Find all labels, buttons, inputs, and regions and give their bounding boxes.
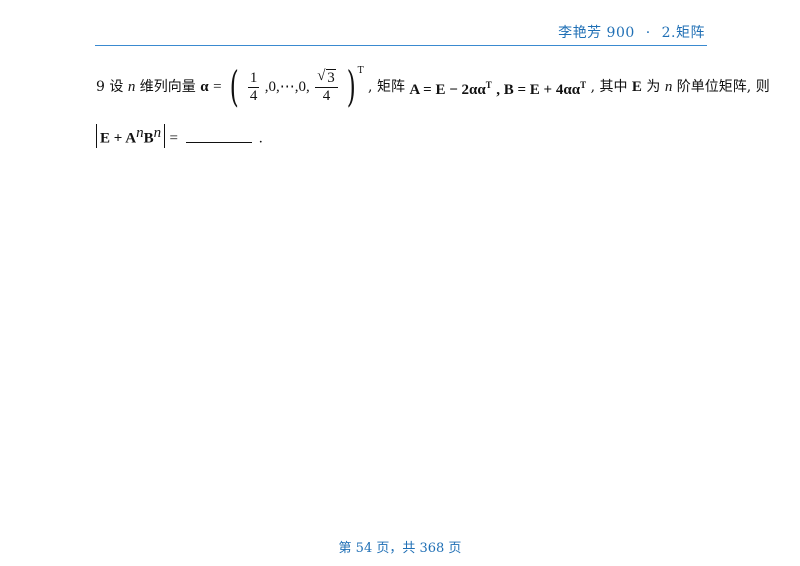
middle-elements: ,0,⋯,0,	[264, 79, 310, 95]
det-equals: =	[169, 130, 178, 147]
fraction-sqrt3-quarter: √3 4	[315, 67, 338, 105]
header-book: 李艳芳 900	[558, 25, 635, 41]
frac-num-sqrt: √3	[315, 67, 338, 87]
frac-bar	[247, 86, 260, 88]
transpose-mark: T	[357, 66, 364, 76]
frac-den: 4	[249, 87, 258, 104]
frac-bar-2	[315, 86, 338, 88]
sqrt: √3	[317, 67, 336, 87]
B-definition: , B = E + 4ααT	[496, 79, 587, 98]
text-where: , 其中	[590, 79, 628, 95]
A-transpose: T	[485, 79, 492, 90]
A-definition: A = E − 2ααT	[409, 79, 492, 98]
running-header: 李艳芳 900 · 2.矩阵	[558, 22, 705, 42]
problem-line-1: 9 设 n 维列向量 α = ( 1 4 ,0,⋯,0, √3 4 )T , 矩…	[96, 65, 770, 109]
text-identity: 阶单位矩阵, 则	[676, 79, 770, 95]
period: .	[258, 130, 263, 147]
text-is: 为	[646, 79, 661, 95]
power-n-1: n	[136, 125, 144, 141]
problem-line-2: E + AnBn = .	[96, 124, 263, 149]
radical-sign: √	[317, 67, 326, 84]
frac-num: 1	[249, 69, 258, 86]
answer-blank	[186, 130, 253, 143]
alpha-symbol: α	[200, 79, 209, 95]
E-symbol: E	[631, 79, 642, 95]
fraction-one-quarter: 1 4	[247, 69, 260, 105]
det-expr-pre: E + A	[100, 130, 137, 147]
text-vector: 维列向量	[139, 79, 196, 95]
problem-number: 9	[96, 79, 105, 95]
determinant: E + AnBn	[96, 124, 166, 148]
header-chapter: 2.矩阵	[661, 25, 705, 41]
header-separator: ·	[645, 25, 651, 41]
page-footer: 第 54 页，共 368 页	[338, 541, 462, 556]
var-n: n	[127, 79, 136, 95]
var-n-2: n	[664, 79, 673, 95]
B-transpose: T	[580, 79, 587, 90]
frac-den-2: 4	[322, 87, 331, 104]
text-matrix: , 矩阵	[368, 79, 405, 95]
left-paren: (	[229, 62, 239, 111]
header-rule	[95, 45, 707, 46]
det-expr-mid: B	[143, 130, 154, 147]
right-paren: )	[346, 62, 356, 111]
power-n-2: n	[153, 125, 162, 141]
text-she: 设	[109, 79, 124, 95]
radicand: 3	[326, 68, 336, 86]
equals-sign: =	[213, 79, 222, 95]
